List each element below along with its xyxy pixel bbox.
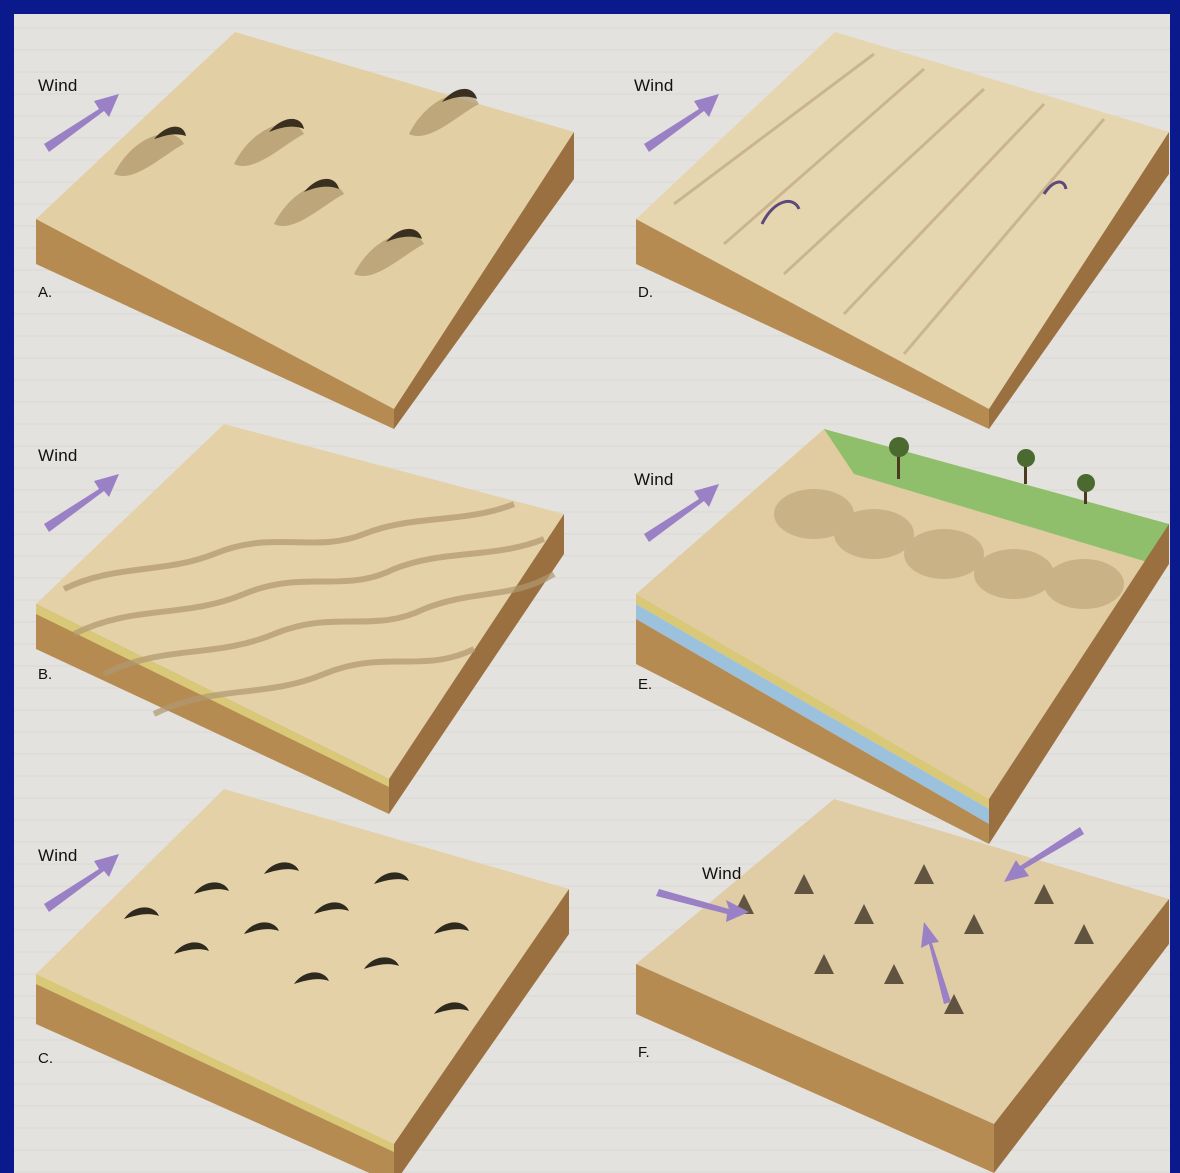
wind-label-d: Wind — [634, 76, 674, 96]
wind-label-a: Wind — [38, 76, 78, 96]
panel-label-c: C. — [38, 1050, 53, 1067]
panel-e: Wind E. — [614, 414, 1170, 814]
wind-label-c: Wind — [38, 846, 78, 866]
wind-arrow-c — [14, 784, 594, 1173]
panel-label-f: F. — [638, 1044, 650, 1061]
figure-frame: Wind A. Wind D. — [14, 14, 1170, 1173]
wind-arrow-b — [14, 404, 594, 814]
panel-label-a: A. — [38, 284, 52, 301]
panel-c: Wind C. — [14, 784, 594, 1173]
panel-label-b: B. — [38, 666, 52, 683]
wind-label-b: Wind — [38, 446, 78, 466]
wind-label-e: Wind — [634, 470, 674, 490]
wind-arrow-d — [614, 14, 1170, 434]
wind-label-f: Wind — [702, 864, 742, 884]
panel-b: Wind B. — [14, 404, 594, 814]
panel-label-d: D. — [638, 284, 653, 301]
panel-a: Wind A. — [14, 14, 594, 414]
panel-f: Wind F. — [614, 794, 1170, 1173]
wind-arrows-f — [614, 794, 1170, 1173]
panel-label-e: E. — [638, 676, 652, 693]
wind-arrow-e — [614, 414, 1170, 814]
panel-d: Wind D. — [614, 14, 1170, 434]
wind-arrow-a — [14, 14, 594, 414]
